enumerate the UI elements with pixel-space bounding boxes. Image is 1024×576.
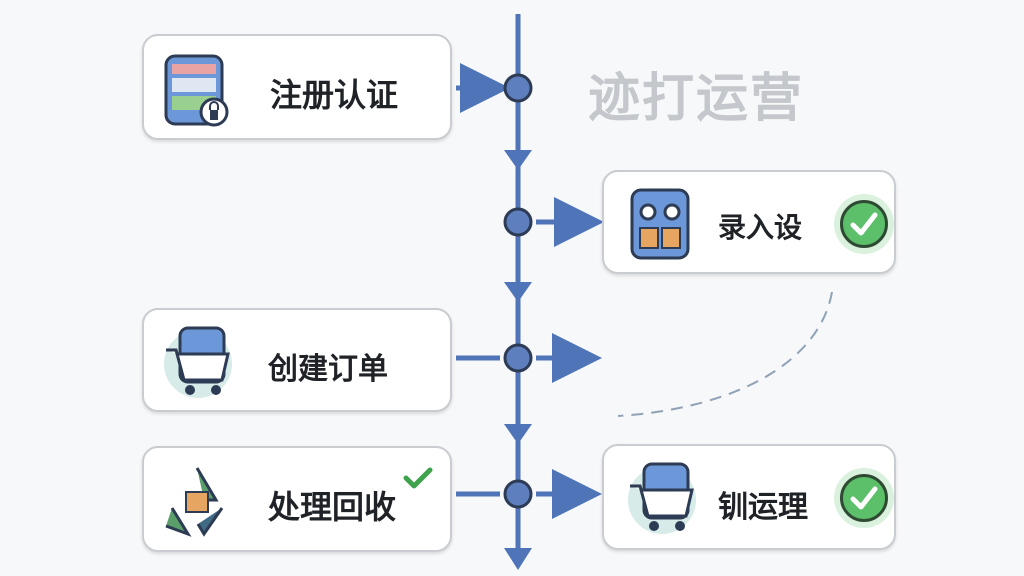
step-card-input-settings[interactable]: 录入设: [602, 170, 896, 274]
timeline-end-arrow: [504, 548, 532, 570]
step-card-register[interactable]: 注册认证: [142, 34, 452, 140]
phone-cart-icon: [158, 324, 238, 400]
phone-gears-boxes-icon: [626, 186, 696, 262]
recycle-box-icon: [158, 462, 236, 540]
timeline-node: [503, 479, 533, 509]
checkmark-icon: [840, 474, 888, 522]
step-card-create-order[interactable]: 创建订单: [142, 308, 452, 412]
timeline-node: [503, 207, 533, 237]
phase-title: 迹打运营: [588, 69, 805, 129]
step-label: 录入设: [718, 211, 803, 244]
step-label: 创建订单: [268, 352, 388, 387]
phone-lock-icon: [160, 52, 236, 128]
step-label: 处理回收: [268, 488, 397, 526]
step-label: 注册认证: [270, 76, 399, 114]
small-check-icon: [402, 466, 434, 490]
timeline-node: [503, 73, 533, 103]
timeline-arrow: [504, 150, 532, 170]
timeline-arrow: [504, 282, 532, 302]
checkmark-icon: [840, 200, 888, 248]
timeline-arrow: [504, 424, 532, 444]
step-card-transport[interactable]: 钏运理: [602, 444, 896, 550]
phone-cart-icon: [622, 460, 702, 538]
step-card-process-recycle[interactable]: 处理回收: [142, 446, 452, 552]
step-label: 钏运理: [718, 490, 808, 525]
dashed-curve: [617, 291, 833, 417]
timeline-node: [503, 343, 533, 373]
